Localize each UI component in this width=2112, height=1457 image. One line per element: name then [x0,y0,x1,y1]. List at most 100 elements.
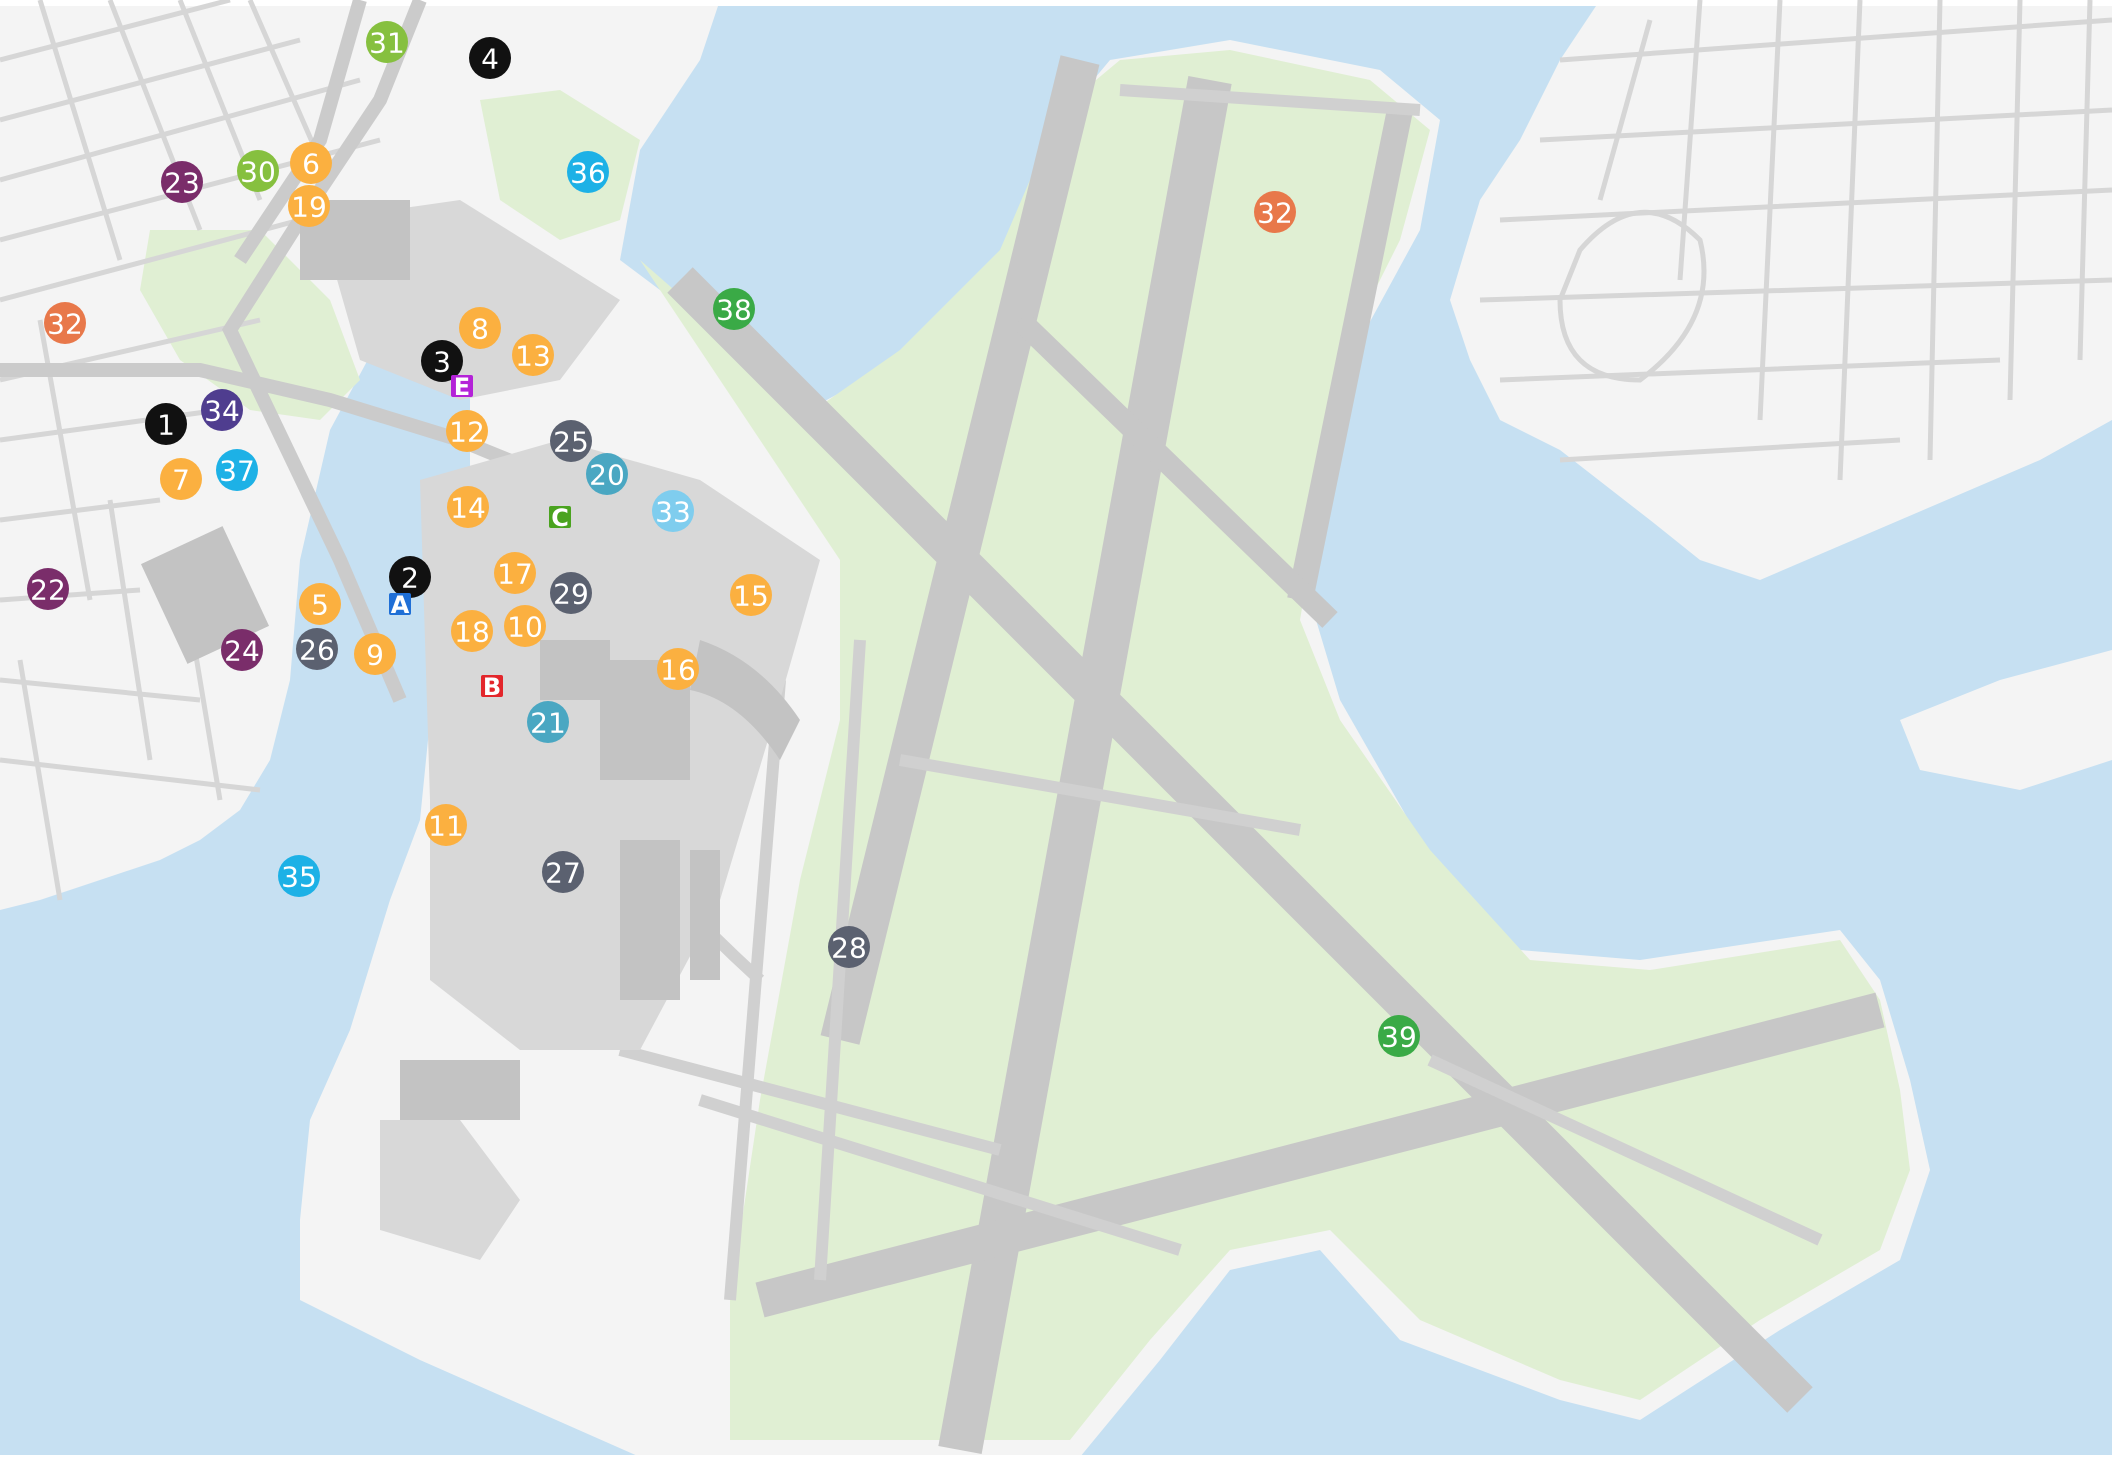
marker-label: 15 [733,580,769,613]
map-marker-3[interactable]: 3 [421,340,463,382]
terminal-badge-label: E [454,373,470,401]
marker-label: 22 [30,574,66,607]
marker-label: 18 [454,616,490,649]
frame-top [0,0,2112,6]
map-marker-10[interactable]: 10 [504,605,546,647]
terminal-badge-box [549,506,571,528]
marker-label: 31 [369,27,405,60]
marker-label: 24 [224,635,260,668]
marker-label: 39 [1381,1021,1417,1054]
map-marker-22[interactable]: 22 [27,568,69,610]
terminal-badge-box [451,375,473,397]
map-marker-21[interactable]: 21 [527,701,569,743]
marker-label: 11 [428,810,464,843]
terminal-badge-label: C [551,504,569,532]
terminal-badge-box [481,675,503,697]
map-marker-8[interactable]: 8 [459,307,501,349]
map-marker-28[interactable]: 28 [828,926,870,968]
marker-circle [1378,1015,1420,1057]
marker-label: 34 [204,395,240,428]
marker-circle [586,453,628,495]
map-marker-11[interactable]: 11 [425,804,467,846]
terminal-badge-B[interactable]: B [481,673,503,701]
map-marker-18[interactable]: 18 [451,610,493,652]
map-marker-26[interactable]: 26 [296,628,338,670]
marker-circle [828,926,870,968]
map-marker-30[interactable]: 30 [237,150,279,192]
runways [667,55,1885,1454]
map-marker-29[interactable]: 29 [550,572,592,614]
marker-circle [27,568,69,610]
marker-label: 35 [281,861,317,894]
north-grass [480,90,640,240]
map-marker-14[interactable]: 14 [447,486,489,528]
map-marker-39[interactable]: 39 [1378,1015,1420,1057]
marker-label: 3 [433,346,451,379]
map-marker-38[interactable]: 38 [713,288,755,330]
marker-label: 6 [302,148,320,181]
street-grid [0,0,2112,901]
marker-label: 12 [449,416,485,449]
map-marker-9[interactable]: 9 [354,633,396,675]
map-marker-15[interactable]: 15 [730,574,772,616]
map-marker-33[interactable]: 33 [652,490,694,532]
marker-circle [299,583,341,625]
map-marker-5[interactable]: 5 [299,583,341,625]
map-marker-6[interactable]: 6 [290,142,332,184]
marker-label: 17 [497,558,533,591]
marker-circle [446,410,488,452]
map-marker-27[interactable]: 27 [542,851,584,893]
marker-circle [459,307,501,349]
marker-label: 26 [299,634,335,667]
marker-label: 32 [47,308,83,341]
frame-bottom [0,1455,2112,1457]
marker-label: 23 [164,167,200,200]
marker-circle [469,37,511,79]
map-marker-37[interactable]: 37 [216,449,258,491]
terminal-badge-E[interactable]: E [451,373,473,401]
terminal-badge-A[interactable]: A [389,591,411,619]
map-marker-19[interactable]: 19 [288,185,330,227]
map-marker-35[interactable]: 35 [278,855,320,897]
marker-circle [296,628,338,670]
marker-label: 36 [570,157,606,190]
map-marker-36[interactable]: 36 [567,151,609,193]
map-marker-7[interactable]: 7 [160,458,202,500]
map-marker-13[interactable]: 13 [512,334,554,376]
marker-label: 38 [716,294,752,327]
map-marker-16[interactable]: 16 [657,648,699,690]
marker-label: 30 [240,156,276,189]
map-marker-12[interactable]: 12 [446,410,488,452]
map-marker-25[interactable]: 25 [550,420,592,462]
marker-label: 21 [530,707,566,740]
marker-circle [652,490,694,532]
marker-circle [451,610,493,652]
map-marker-34[interactable]: 34 [201,389,243,431]
marker-circle [657,648,699,690]
marker-label: 2 [401,562,419,595]
map-marker-2[interactable]: 2 [389,556,431,598]
map-marker-20[interactable]: 20 [586,453,628,495]
map-marker-32[interactable]: 32 [44,302,86,344]
marker-label: 33 [655,496,691,529]
map-marker-32[interactable]: 32 [1254,191,1296,233]
map-marker-31[interactable]: 31 [366,21,408,63]
marker-circle [216,449,258,491]
map-marker-17[interactable]: 17 [494,552,536,594]
marker-label: 27 [545,857,581,890]
map-marker-23[interactable]: 23 [161,161,203,203]
marker-circle [550,420,592,462]
terminal-badge-C[interactable]: C [549,504,571,532]
marker-circle [425,804,467,846]
marker-label: 5 [311,589,329,622]
marker-label: 7 [172,464,190,497]
map-marker-24[interactable]: 24 [221,629,263,671]
marker-label: 9 [366,639,384,672]
marker-label: 4 [481,43,499,76]
marker-label: 10 [507,611,543,644]
map-marker-1[interactable]: 1 [145,403,187,445]
marker-circle [494,552,536,594]
map-marker-4[interactable]: 4 [469,37,511,79]
east-peninsula [1230,0,2112,580]
